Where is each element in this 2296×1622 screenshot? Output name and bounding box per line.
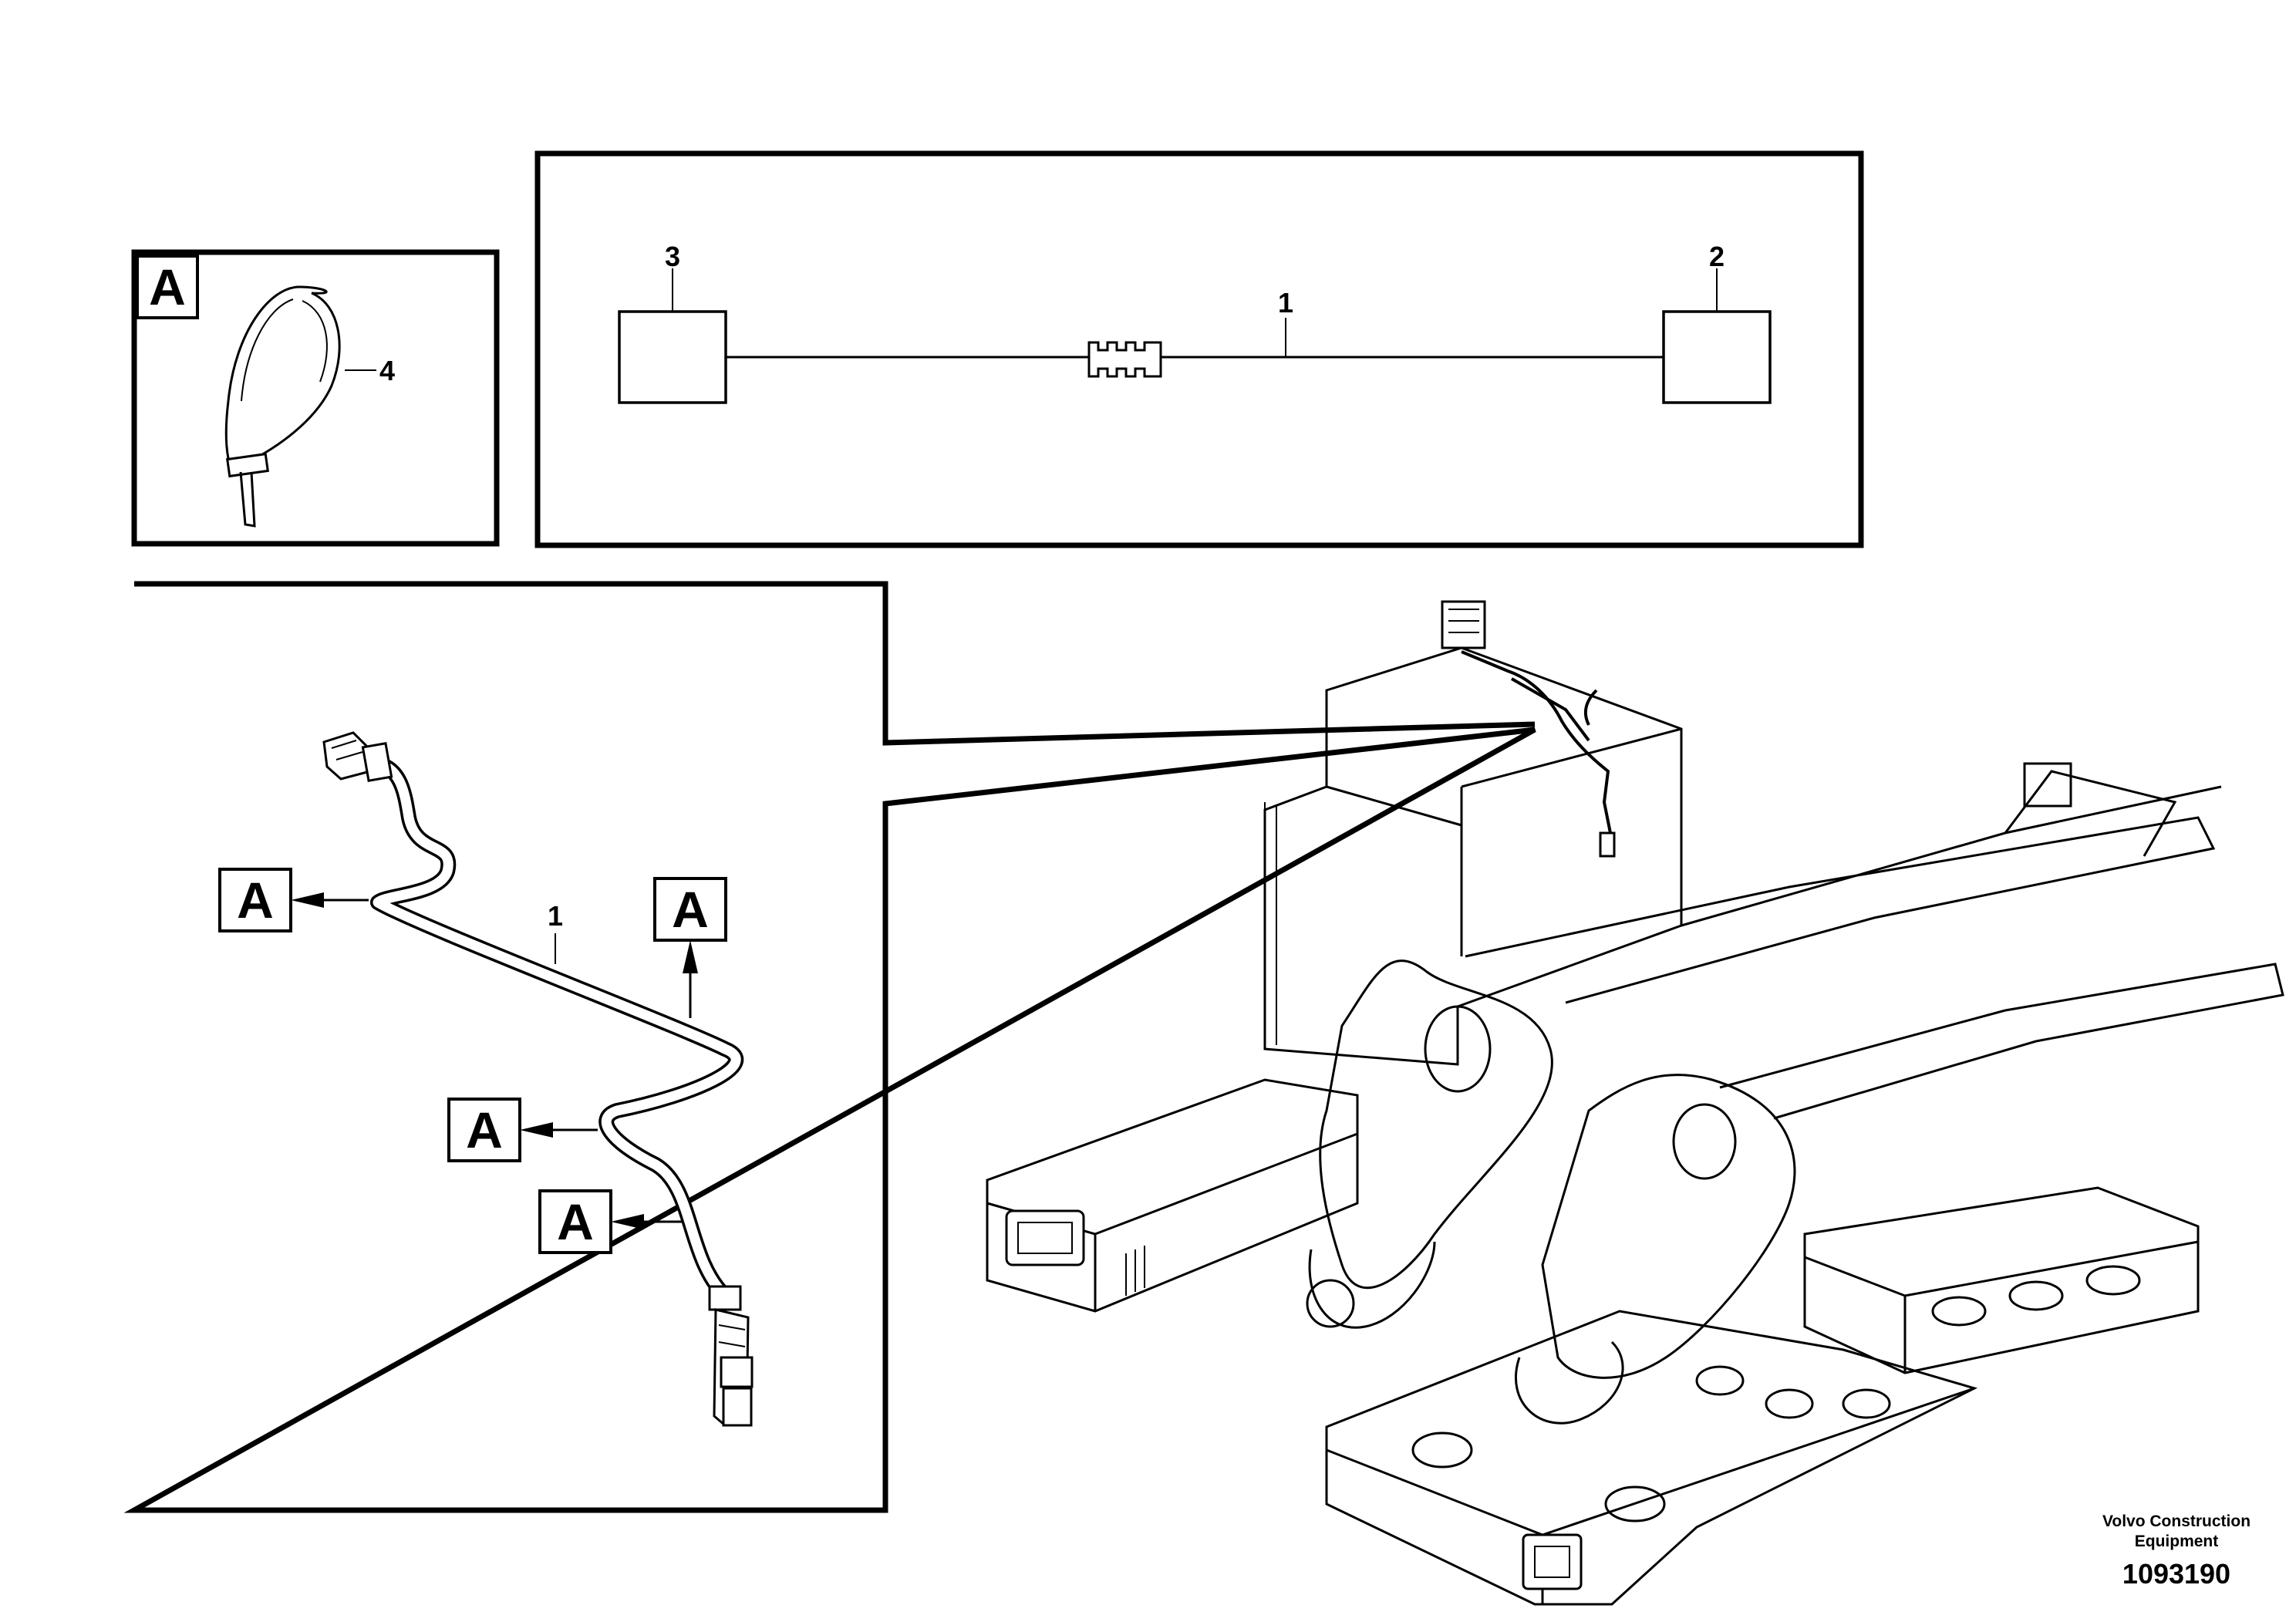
callout-3: 3 xyxy=(665,241,680,272)
cable-tie-icon xyxy=(224,285,341,528)
machine-chassis-illustration xyxy=(986,600,2284,1606)
top-connector-icon xyxy=(322,731,393,783)
harness-detail-frame xyxy=(123,581,1536,1513)
detail-a-letter: A xyxy=(149,258,186,315)
detail-a-letter-box xyxy=(136,255,199,319)
schematic-panel: 3 2 1 xyxy=(534,150,1864,548)
cable-tie-callout: 4 xyxy=(379,355,395,386)
company-credit: Volvo Construction Equipment xyxy=(2102,1512,2251,1550)
inline-connector-symbol xyxy=(1087,341,1162,378)
svg-text:A: A xyxy=(672,881,709,938)
drawing-number: 1093190 xyxy=(2122,1558,2231,1590)
tie-marker-4: A xyxy=(538,1189,683,1254)
callout-1-schematic: 1 xyxy=(1278,287,1293,319)
svg-text:A: A xyxy=(237,872,274,929)
connector-2-box xyxy=(1662,310,1772,404)
bottom-connector-icon xyxy=(708,1285,754,1427)
callout-1-harness: 1 xyxy=(548,900,563,932)
tie-marker-1: A xyxy=(218,868,369,932)
connector-3-box xyxy=(618,310,727,404)
tie-marker-3: A xyxy=(447,1098,598,1162)
schematic-frame xyxy=(534,150,1864,548)
tie-marker-2: A xyxy=(653,877,727,1018)
detail-a-panel: A 4 xyxy=(131,249,500,547)
svg-text:A: A xyxy=(557,1193,594,1250)
harness-detail-panel: 1 A A A A xyxy=(123,581,1536,1513)
detail-a-frame xyxy=(131,249,500,547)
callout-2: 2 xyxy=(1709,241,1725,272)
svg-text:A: A xyxy=(466,1101,503,1158)
